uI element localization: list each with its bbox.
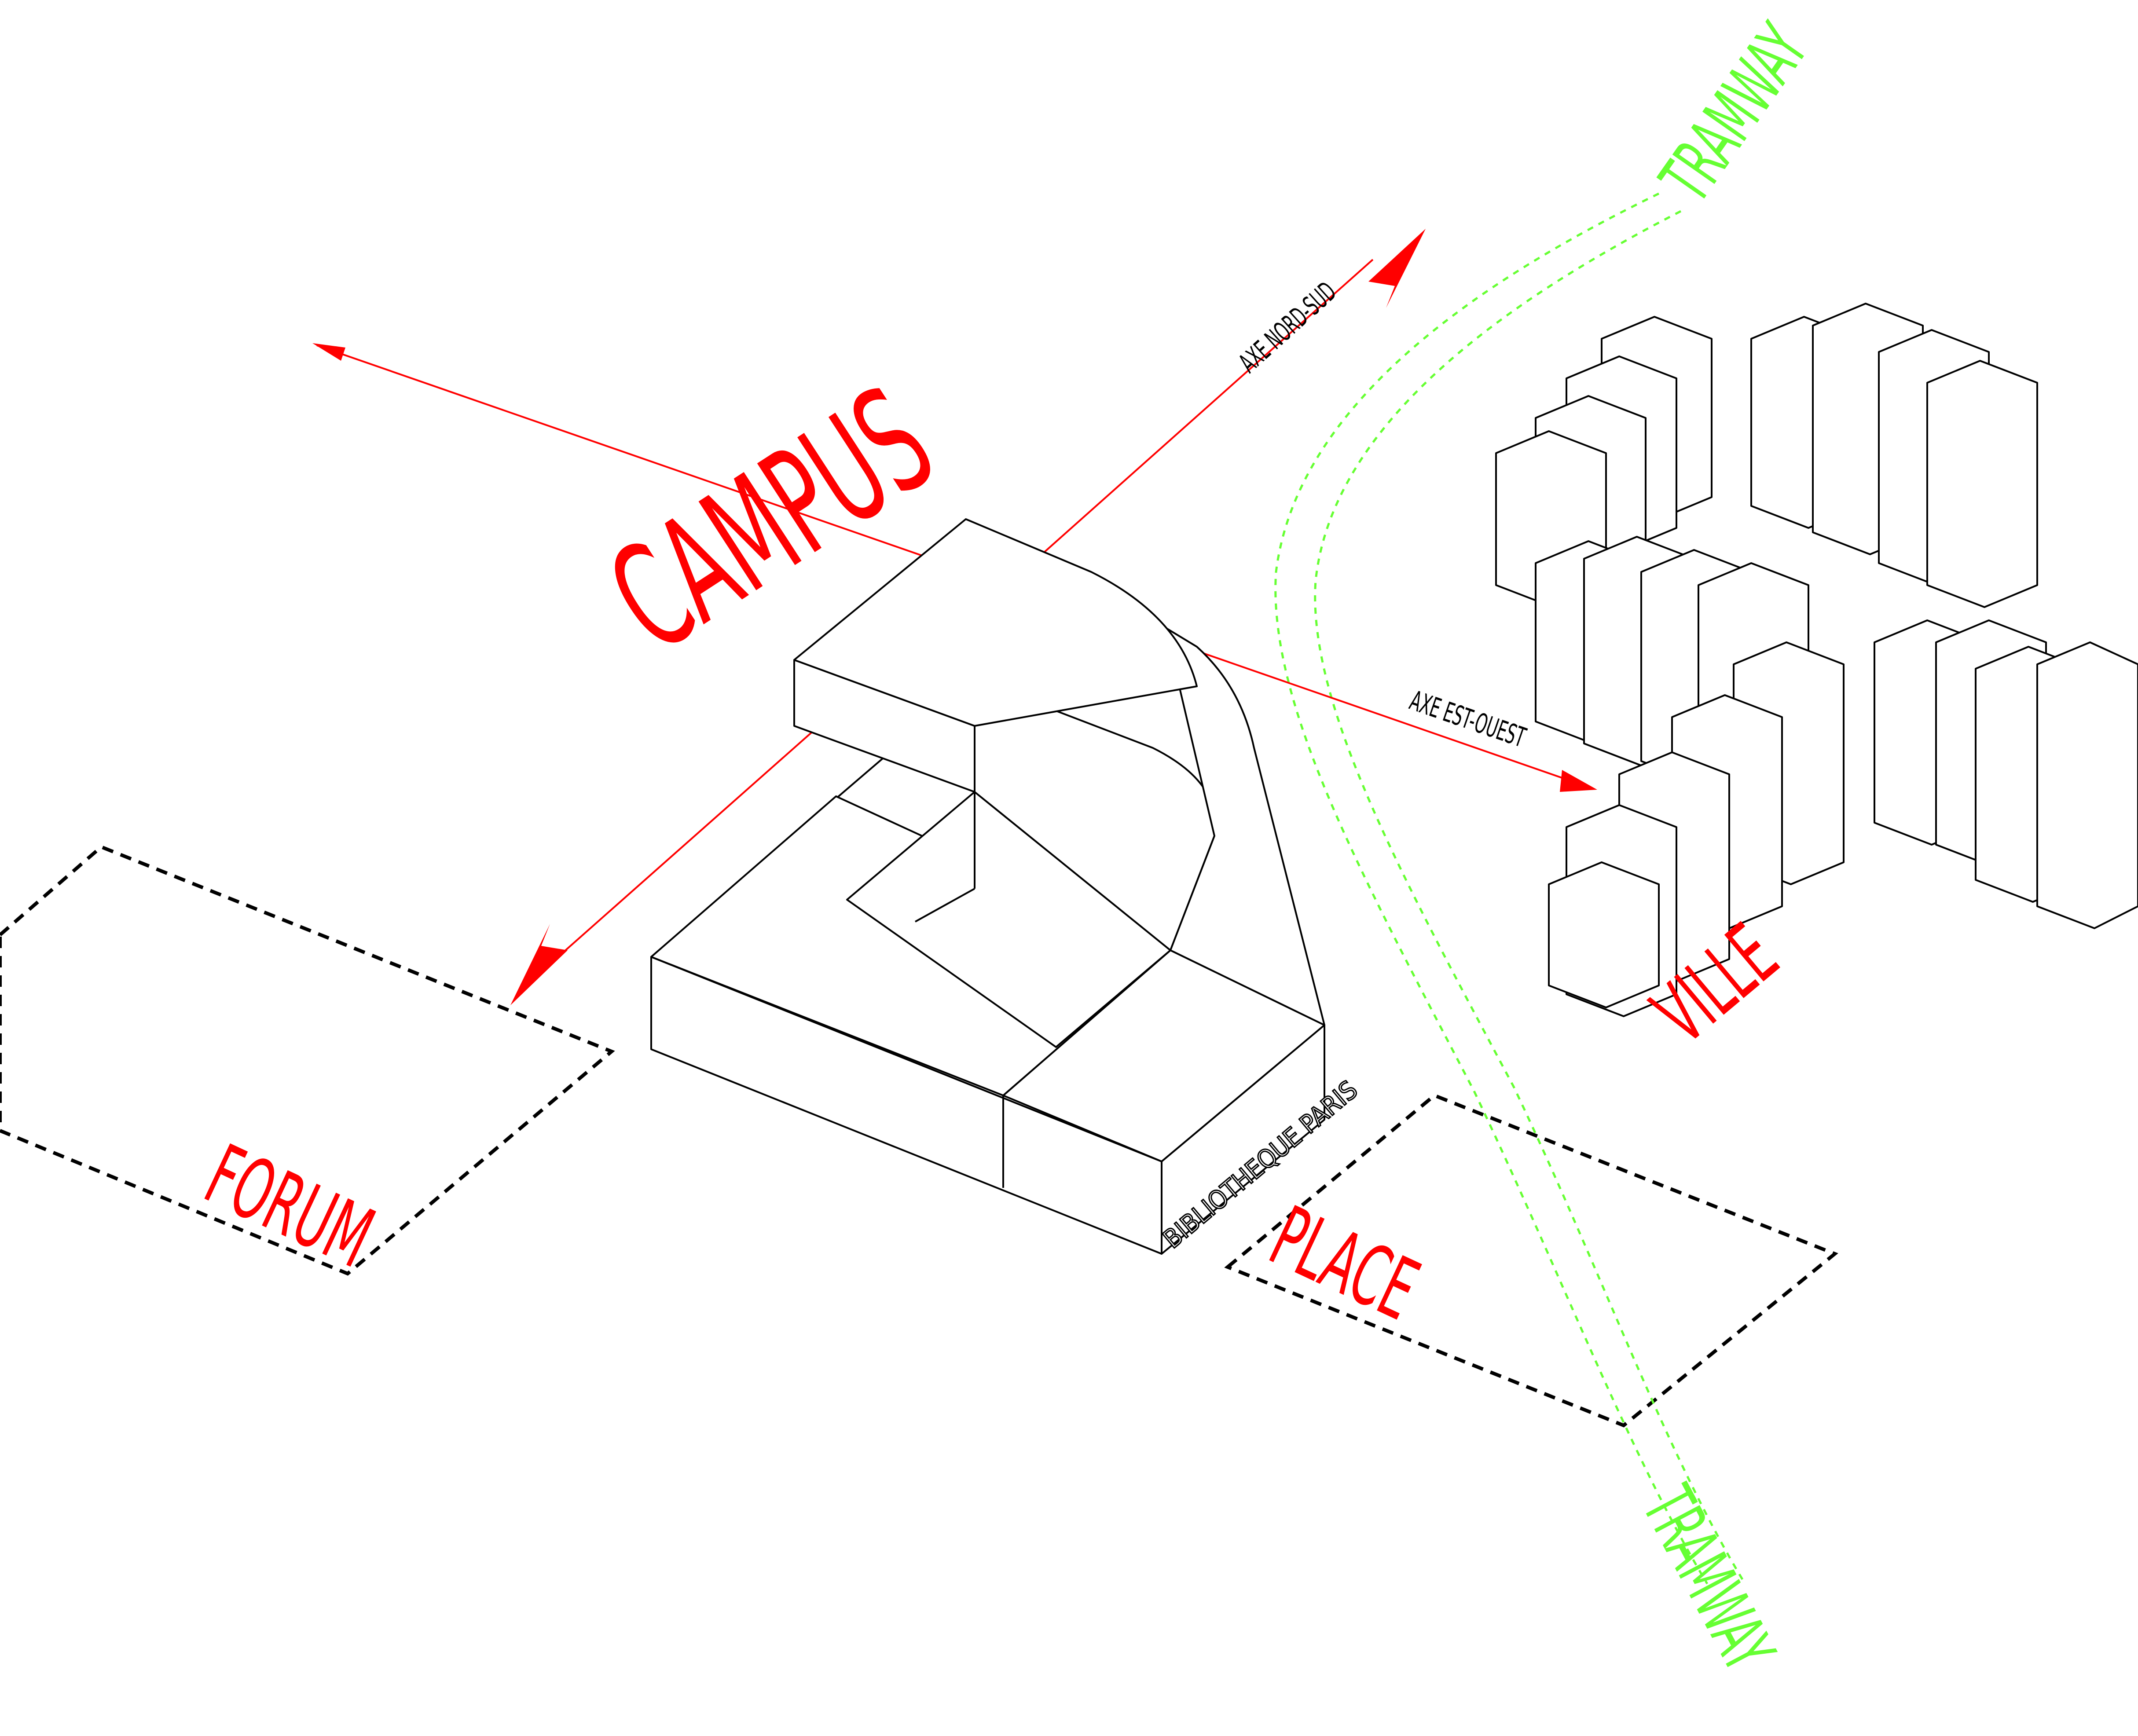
axis-nord-sud (510, 229, 1426, 1005)
city-block-group-5 (1874, 619, 2138, 929)
forum-zone-outline (0, 845, 615, 1276)
tramway-label-bottom: TRAMWAY (1626, 1474, 1790, 1684)
axis-est-ouest-arrowhead-east (1560, 770, 1597, 792)
axe-est-ouest-label: AXE EST-OUEST (1406, 685, 1530, 754)
tramway-track-right (1314, 210, 1744, 1580)
city-blocks (1495, 303, 2138, 1017)
city-block-group-4 (1548, 641, 1845, 1017)
axe-nord-sud-label: AXE NORD-SUD (1233, 276, 1342, 379)
tramway-track-left (1274, 192, 1709, 1585)
tramway-label-top: TRAMWAY (1645, 10, 1823, 216)
place-label: PLACE (1257, 1188, 1432, 1339)
city-block-group-2 (1750, 303, 2038, 608)
axis-est-ouest-arrowhead-west (312, 343, 345, 361)
axis-nord-sud-arrowhead-sw (510, 924, 568, 1005)
place-zone-outline (1224, 1093, 1838, 1428)
tramway-track (1274, 192, 1744, 1585)
library-upper-slab-top (793, 518, 1198, 727)
axis-nord-sud-arrowhead (1368, 229, 1426, 308)
